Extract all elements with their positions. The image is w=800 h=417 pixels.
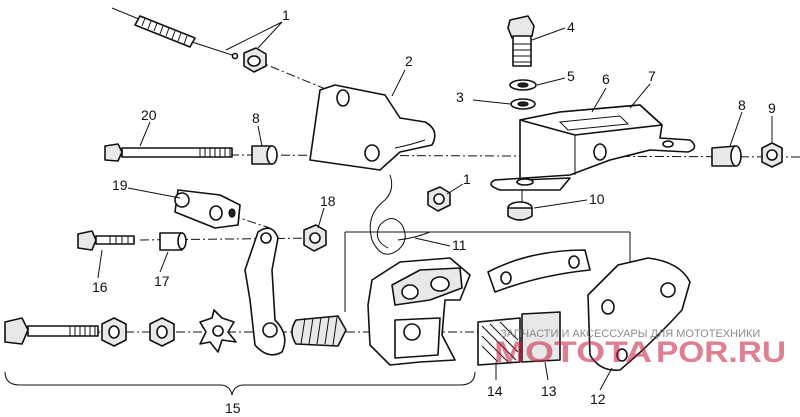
star-washer: [199, 309, 237, 353]
bolt-4: [507, 15, 535, 67]
cable-assembly: [111, 7, 239, 60]
nut-1-top: [243, 47, 267, 73]
callout-6: 6: [602, 71, 610, 87]
nut-9: [761, 142, 783, 168]
worm-gear: [291, 315, 347, 347]
brake-pad-13: [521, 311, 561, 363]
callout-7: 7: [648, 68, 656, 84]
lower-nut-a: [101, 317, 127, 347]
bushing-8-right: [711, 145, 742, 167]
callout-14: 14: [487, 383, 503, 399]
lower-nut-b: [149, 317, 175, 347]
housing-bracket-7: [490, 104, 696, 191]
callout-2: 2: [405, 53, 413, 69]
watermark: ЗАПЧАСТИ И АКСЕССУАРЫ ДЛЯ МОТОТЕХНИКИ MO…: [494, 328, 786, 369]
lever-arm: [244, 227, 286, 356]
callout-10: 10: [589, 191, 605, 207]
callout-1-top: 1: [282, 7, 290, 23]
callout-15: 15: [225, 400, 241, 416]
watermark-tagline: ЗАПЧАСТИ И АКСЕССУАРЫ ДЛЯ МОТОТЕХНИКИ: [500, 328, 760, 340]
bushing-8-left: [251, 145, 278, 165]
leader-lines: [97, 21, 773, 391]
brake-pad-14: [477, 317, 521, 366]
callout-5: 5: [567, 68, 575, 84]
callout-11: 11: [452, 237, 467, 253]
callout-16: 16: [92, 279, 108, 295]
long-bolt-20: [104, 143, 233, 162]
sleeve-17: [159, 232, 187, 251]
callout-19: 19: [112, 177, 128, 193]
washer-3: [510, 98, 536, 110]
torsion-spring-11: [369, 174, 431, 255]
lower-bolt: [4, 317, 99, 345]
callout-20: 20: [141, 107, 157, 123]
callout-17: 17: [154, 273, 170, 289]
spacer-10: [507, 201, 533, 221]
nut-18: [303, 224, 327, 252]
curved-shim: [487, 249, 591, 293]
callout-18: 18: [320, 193, 336, 209]
group-bracket-15: [4, 371, 476, 396]
callout-8-right: 8: [738, 97, 746, 113]
centerline-main: [229, 154, 800, 158]
watermark-brand-left: MOTOTA: [494, 336, 652, 369]
lever-bracket-2: [309, 84, 436, 171]
callout-1-middle: 1: [463, 171, 471, 187]
washer-5: [509, 79, 537, 91]
callout-3: 3: [456, 89, 464, 105]
backing-plate-12: [587, 257, 691, 372]
cable-clamp-19: [174, 189, 241, 229]
watermark-brand-right: POR.RU: [656, 336, 786, 369]
callout-8-left: 8: [252, 110, 260, 126]
nut-1-middle: [427, 186, 451, 212]
caliper-body: [367, 257, 471, 366]
short-bolt-16: [77, 230, 135, 251]
callout-12: 12: [590, 391, 606, 407]
callout-13: 13: [541, 383, 557, 399]
callout-4: 4: [567, 19, 575, 35]
callout-9: 9: [768, 100, 776, 116]
